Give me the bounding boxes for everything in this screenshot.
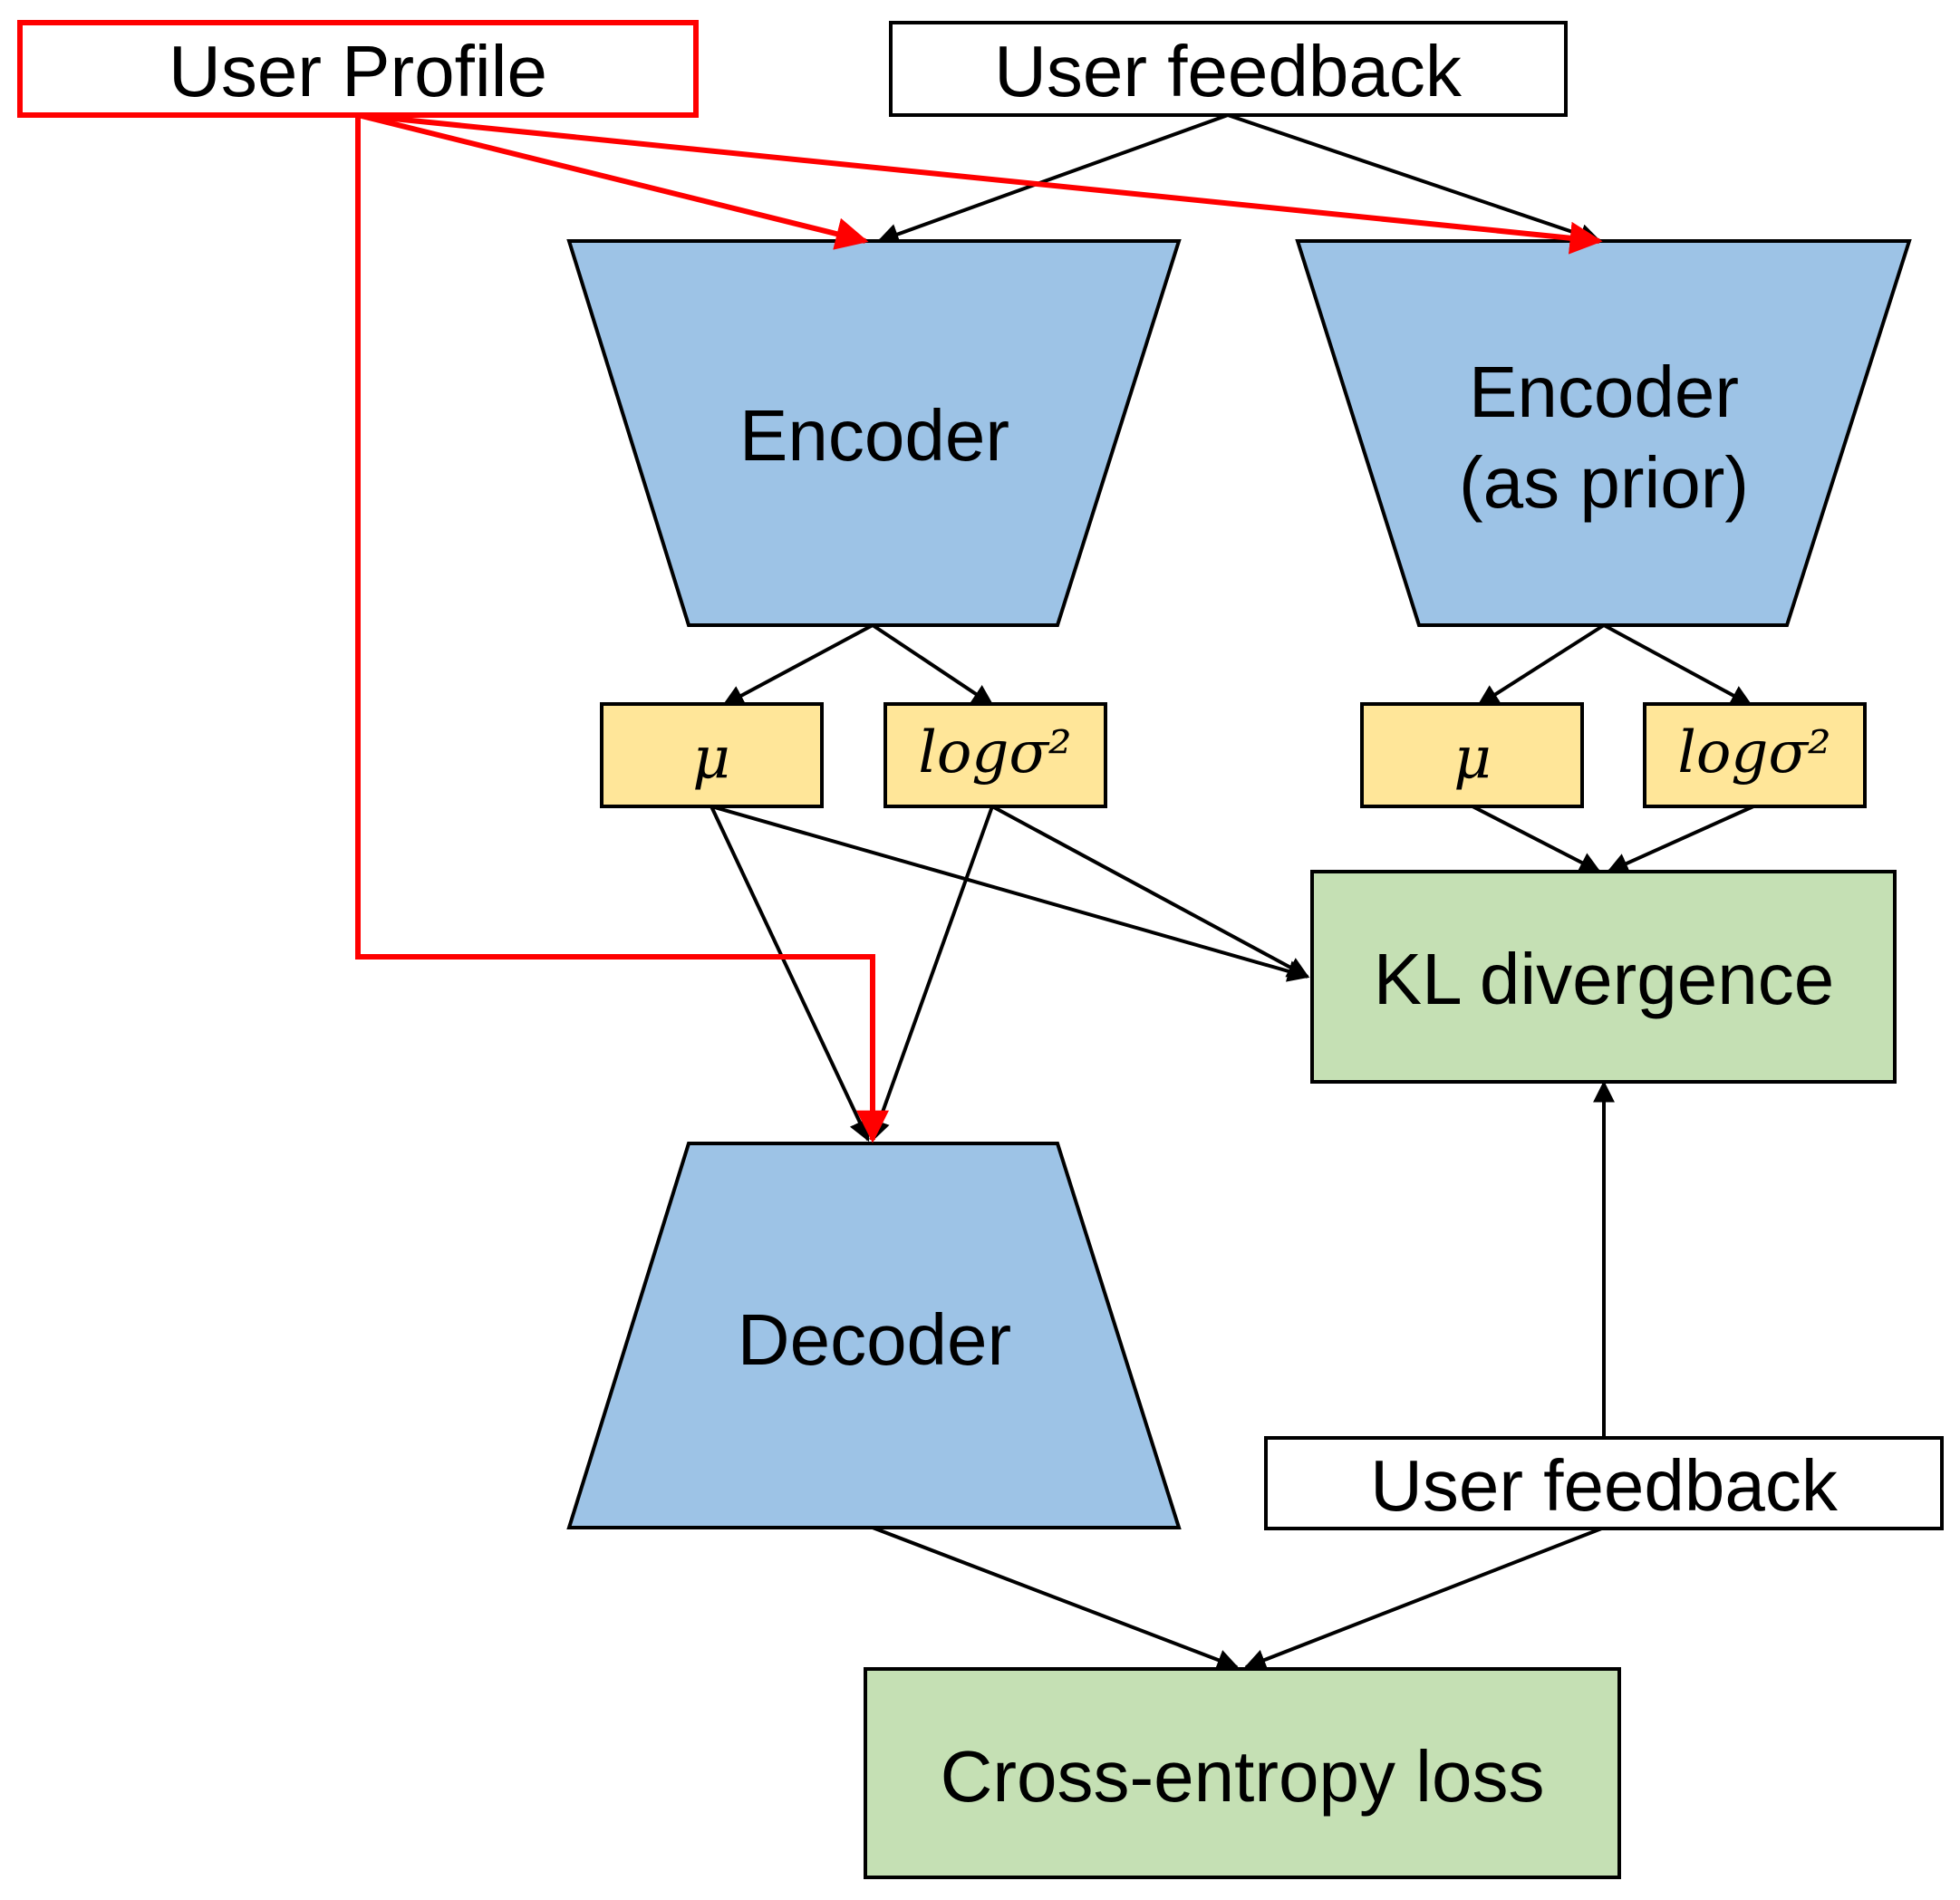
- decoder-shape: [566, 1142, 1182, 1529]
- mu-right-box: [1360, 702, 1584, 808]
- mu-right-label: μ: [1453, 725, 1492, 792]
- encoder-prior-label-line1: Encoder: [1469, 352, 1739, 432]
- encoder-label: Encoder: [739, 395, 1009, 476]
- edge-feedback-to-encoder: [876, 113, 1229, 245]
- logvar-right-box: [1643, 702, 1867, 808]
- user-feedback-bottom-label: User feedback: [1370, 1445, 1839, 1526]
- black-arrows: [710, 113, 1754, 1671]
- edge-prior-to-mu: [1476, 623, 1606, 707]
- user-feedback-top-label: User feedback: [994, 31, 1463, 111]
- edge-profile-to-encoder: [357, 112, 869, 250]
- edge-profile-to-prior: [357, 112, 1603, 255]
- logvar-left-box: [883, 702, 1107, 808]
- decoder-label: Decoder: [738, 1299, 1011, 1380]
- encoder-prior-label-line2: (as prior): [1459, 442, 1749, 523]
- edge-mu-to-decoder: [710, 805, 870, 1143]
- edge-prior-logvar-to-kl: [1606, 805, 1754, 874]
- edge-feedback-to-prior: [1227, 113, 1602, 246]
- edge-feedback-to-loss: [1243, 1526, 1605, 1671]
- red-arrows: [355, 112, 1603, 1143]
- mu-left-label: μ: [692, 725, 730, 792]
- mu-left-box: [600, 702, 824, 808]
- kl-divergence-label: KL divergence: [1374, 939, 1834, 1019]
- user-feedback-bottom-box: [1264, 1436, 1944, 1530]
- edge-encoder-to-mu: [721, 623, 874, 707]
- edge-mu-to-kl: [710, 805, 1310, 982]
- edge-logvar-to-decoder: [868, 805, 994, 1143]
- edge-logvar-to-kl: [991, 805, 1310, 979]
- encoder-shape: [566, 239, 1182, 627]
- edge-prior-mu-to-kl: [1472, 805, 1602, 873]
- cross-entropy-label: Cross-entropy loss: [941, 1736, 1545, 1817]
- user-profile-label: User Profile: [169, 31, 547, 111]
- user-profile-box: [17, 20, 699, 118]
- encoder-prior-shape: [1295, 239, 1912, 627]
- edge-encoder-to-logvar: [871, 623, 994, 707]
- edge-decoder-to-loss: [872, 1526, 1240, 1671]
- logvar-right-label: logσ²: [1677, 719, 1830, 786]
- logvar-left-label: logσ²: [918, 719, 1071, 786]
- user-feedback-top-box: [889, 21, 1568, 117]
- cross-entropy-box: [864, 1667, 1621, 1879]
- edge-prior-to-logvar: [1603, 623, 1753, 707]
- kl-divergence-box: [1310, 870, 1897, 1084]
- edge-profile-to-decoder: [355, 115, 889, 1143]
